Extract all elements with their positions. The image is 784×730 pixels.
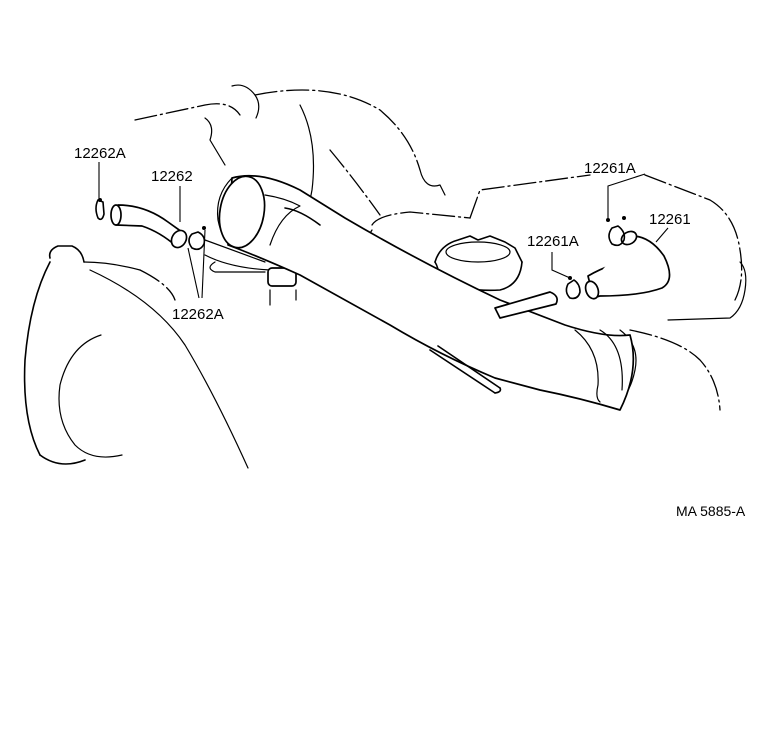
diagram-reference-code: MA 5885-A <box>676 503 746 519</box>
label-clamp-12261a-lower: 12261A <box>527 233 579 250</box>
hose-clamp-12262a-lower <box>188 226 206 251</box>
ventilation-hose-12261 <box>584 230 671 300</box>
label-hose-12262: 12262 <box>151 168 193 185</box>
hose-clamp-12262a-upper <box>95 198 105 221</box>
hose-clamp-12261a-upper <box>606 216 626 247</box>
ventilation-hose-12262 <box>110 204 188 249</box>
pcv-pipe <box>494 291 558 319</box>
label-clamp-12262a-lower: 12262A <box>172 306 224 323</box>
label-clamp-12262a-upper: 12262A <box>74 145 126 162</box>
air-intake-duct <box>216 174 635 411</box>
label-hose-12261: 12261 <box>649 211 691 228</box>
label-clamp-12261a-upper: 12261A <box>584 160 636 177</box>
hose-clamp-12261a-lower <box>565 276 581 300</box>
leader-lines <box>98 162 669 299</box>
